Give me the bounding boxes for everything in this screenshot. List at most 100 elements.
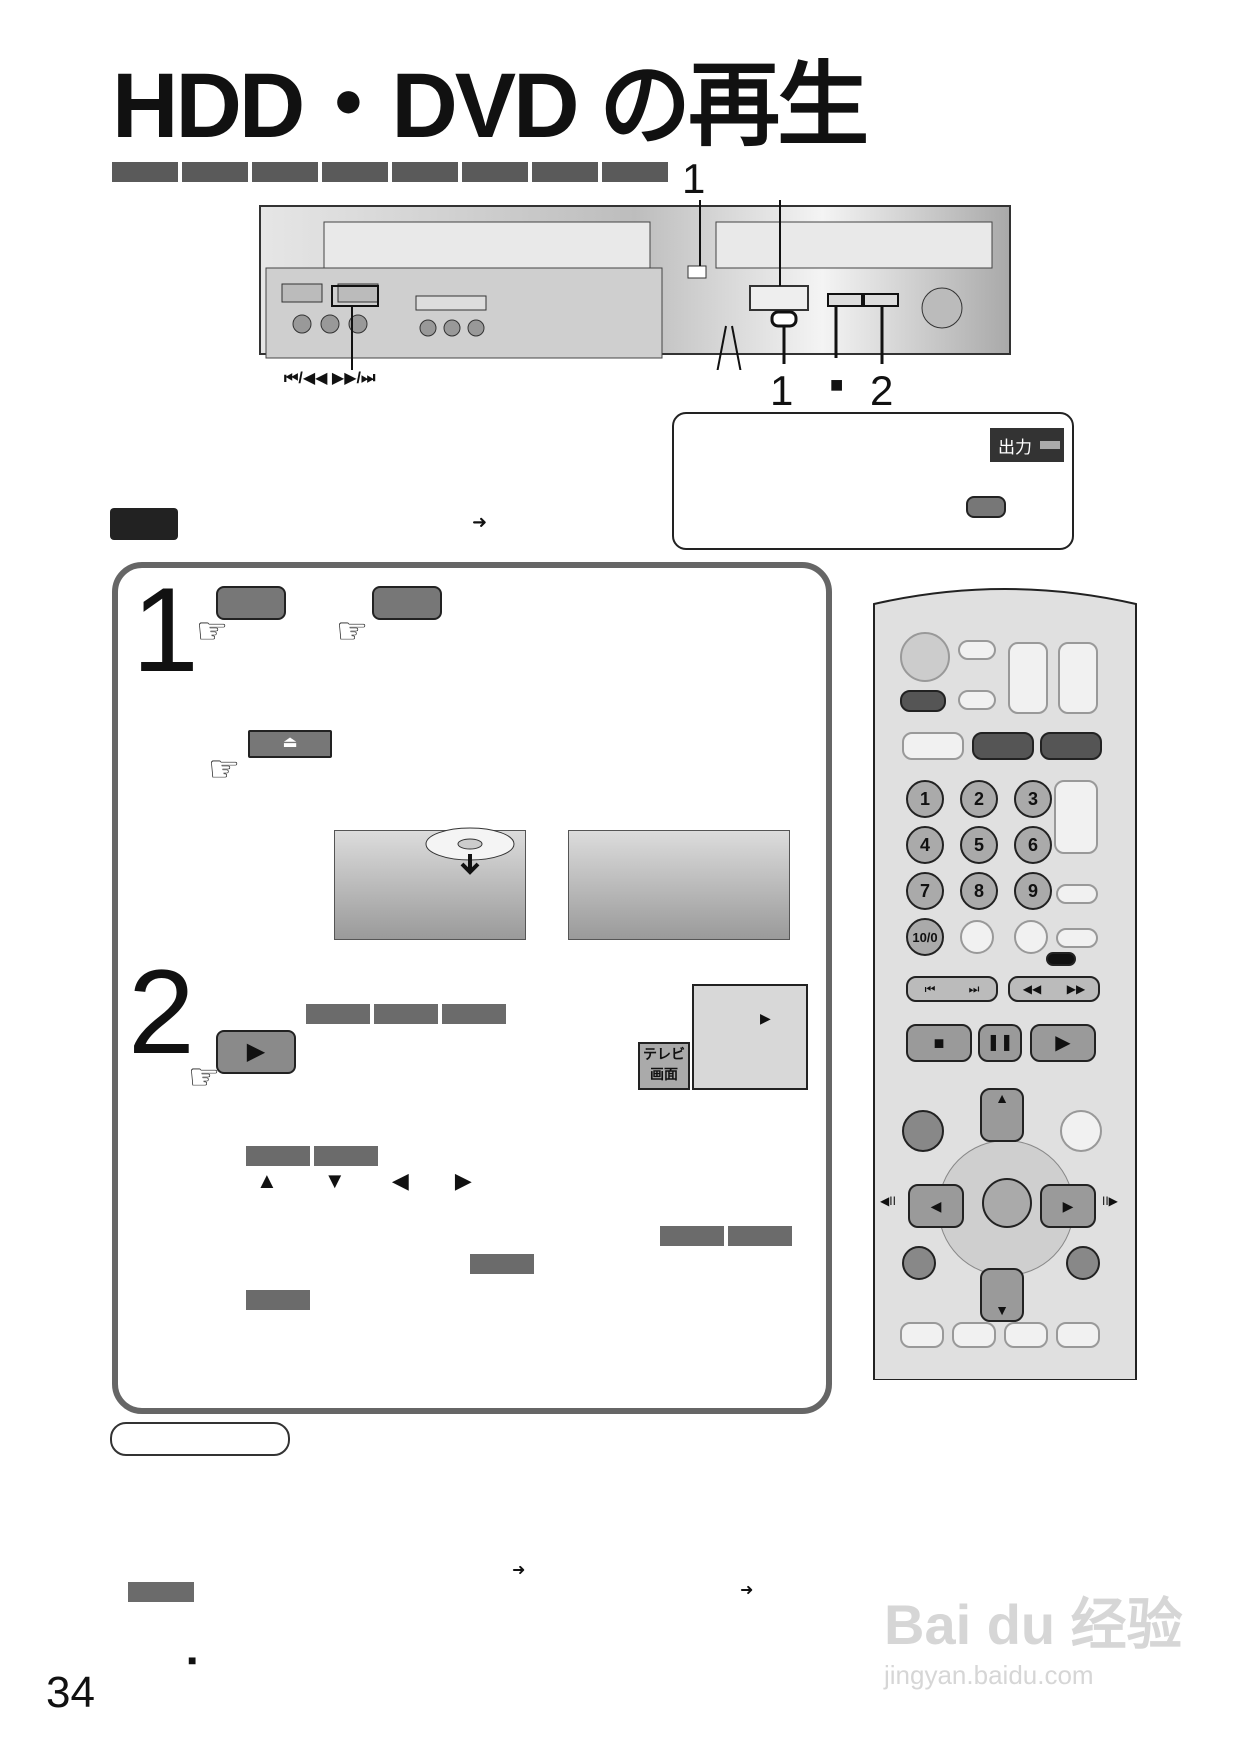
tv-screen-badge: テレビ 画面 (638, 1042, 690, 1090)
remote-round-button[interactable] (902, 1110, 944, 1152)
tag-bar (112, 162, 178, 182)
left-arrow-icon: ◀ (391, 1168, 429, 1193)
skip-label: ⏮/◀◀ ▶▶/⏭ (284, 370, 376, 387)
number-button[interactable]: 2 (960, 780, 998, 818)
number-button[interactable]: 10/0 (906, 918, 944, 956)
right-arrow-icon: ▶ (454, 1168, 492, 1193)
up-arrow-icon: ▲ (256, 1168, 298, 1193)
tag-bar (246, 1146, 310, 1166)
fast-forward-icon[interactable]: ▶▶ (1066, 982, 1086, 996)
color-button[interactable] (952, 1322, 996, 1348)
tag-bar (660, 1226, 724, 1246)
remote-button[interactable] (1056, 884, 1098, 904)
number-button[interactable]: 4 (906, 826, 944, 864)
tag-bar (306, 1004, 370, 1024)
remote-button[interactable] (958, 640, 996, 660)
remote-round-button[interactable] (902, 1246, 936, 1280)
eject-button[interactable]: ⏏ (248, 730, 332, 758)
step-number: 2 (128, 945, 195, 1079)
remote-control: 1 2 3 4 5 6 7 8 9 10/0 ⏮ ⏭ ◀◀ ▶▶ ■ ❚❚ ▶ … (870, 580, 1140, 1730)
slow-forward-icon: II▶ (1102, 1194, 1118, 1208)
callout-number: 1 (770, 367, 794, 414)
number-button[interactable]: 7 (906, 872, 944, 910)
tag-bar (128, 1582, 194, 1602)
hdd-remote-button[interactable] (972, 732, 1034, 760)
remote-button[interactable] (1056, 928, 1098, 948)
watermark-logo: Bai du 经验 (884, 1593, 1183, 1656)
pause-button[interactable]: ❚❚ (978, 1024, 1022, 1062)
pointing-hand-icon: ☞ (196, 610, 229, 651)
arrow-keys: ▲ ▼ ◀ ▶ (256, 1168, 492, 1194)
section-tag (110, 508, 178, 540)
skip-back-icon[interactable]: ⏮ (924, 981, 936, 996)
play-indicator: ▶ (760, 1010, 771, 1026)
remote-panel-button[interactable] (1008, 642, 1048, 714)
rewind-icon[interactable]: ◀◀ (1022, 982, 1042, 996)
number-button[interactable]: 9 (1014, 872, 1052, 910)
number-button[interactable]: 8 (960, 872, 998, 910)
remote-round-button[interactable] (1060, 1110, 1102, 1152)
tag-bar (252, 162, 318, 182)
remote-button[interactable] (900, 690, 946, 712)
step-number: 1 (132, 563, 199, 697)
tag-bar (532, 162, 598, 182)
tag-bar (602, 162, 668, 182)
output-button[interactable] (966, 496, 1006, 518)
play-remote-button[interactable]: ▶ (1030, 1024, 1096, 1062)
hdd-button[interactable] (216, 586, 286, 620)
slow-back-icon: ◀II (880, 1194, 896, 1208)
note-label (110, 1422, 290, 1456)
callout-number: 2 (870, 367, 894, 414)
remote-button[interactable] (960, 920, 994, 954)
indicator-mark (1046, 952, 1076, 966)
tag-bar (322, 162, 388, 182)
tag-bar (470, 1254, 534, 1274)
down-button[interactable]: ▼ (980, 1268, 1024, 1322)
tag-bar (392, 162, 458, 182)
tag-bar (374, 1004, 438, 1024)
skip-forward-icon[interactable]: ⏭ (968, 981, 980, 996)
cartridge-insert-illustration (568, 830, 790, 940)
page-title: HDD・DVD の再生 (112, 55, 869, 157)
reference-arrow: ➜ (740, 1582, 754, 1599)
remote-panel-button[interactable] (1058, 642, 1098, 714)
number-button[interactable]: 5 (960, 826, 998, 864)
skip-buttons[interactable]: ⏮ ⏭ (906, 976, 998, 1002)
tag-bar (442, 1004, 506, 1024)
search-buttons[interactable]: ◀◀ ▶▶ (1008, 976, 1100, 1002)
remote-round-button[interactable] (1066, 1246, 1100, 1280)
tag-bar (314, 1146, 378, 1166)
pointing-hand-icon: ☞ (188, 1056, 221, 1097)
remote-button[interactable] (1014, 920, 1048, 954)
reference-arrow: ➜ (472, 512, 488, 532)
up-button[interactable]: ▲ (980, 1088, 1024, 1142)
pointing-hand-icon: ☞ (208, 748, 241, 789)
stop-mark: ■ (830, 372, 844, 397)
drive-select-button[interactable] (902, 732, 964, 760)
left-button[interactable]: ◀ (908, 1184, 964, 1228)
tag-bar (462, 162, 528, 182)
power-button[interactable] (900, 632, 950, 682)
pointing-hand-icon: ☞ (336, 610, 369, 651)
dvd-remote-button[interactable] (1040, 732, 1102, 760)
enter-button[interactable] (982, 1178, 1032, 1228)
number-button[interactable]: 6 (1014, 826, 1052, 864)
callout-number: 1 (682, 155, 706, 202)
right-button[interactable]: ▶ (1040, 1184, 1096, 1228)
down-arrow-icon: ▼ (323, 1168, 366, 1193)
color-button[interactable] (1056, 1322, 1100, 1348)
tv-screen-preview (692, 984, 808, 1090)
stop-button[interactable]: ■ (906, 1024, 972, 1062)
number-button[interactable]: 3 (1014, 780, 1052, 818)
remote-button[interactable] (958, 690, 996, 710)
disc-icon (425, 827, 515, 875)
remote-panel-button[interactable] (1054, 780, 1098, 854)
tag-bar (728, 1226, 792, 1246)
color-button[interactable] (1004, 1322, 1048, 1348)
dvd-button[interactable] (372, 586, 442, 620)
play-button[interactable]: ▶ (216, 1030, 296, 1074)
number-button[interactable]: 1 (906, 780, 944, 818)
color-button[interactable] (900, 1322, 944, 1348)
tag-bar (182, 162, 248, 182)
output-label: 出力 (998, 437, 1032, 457)
